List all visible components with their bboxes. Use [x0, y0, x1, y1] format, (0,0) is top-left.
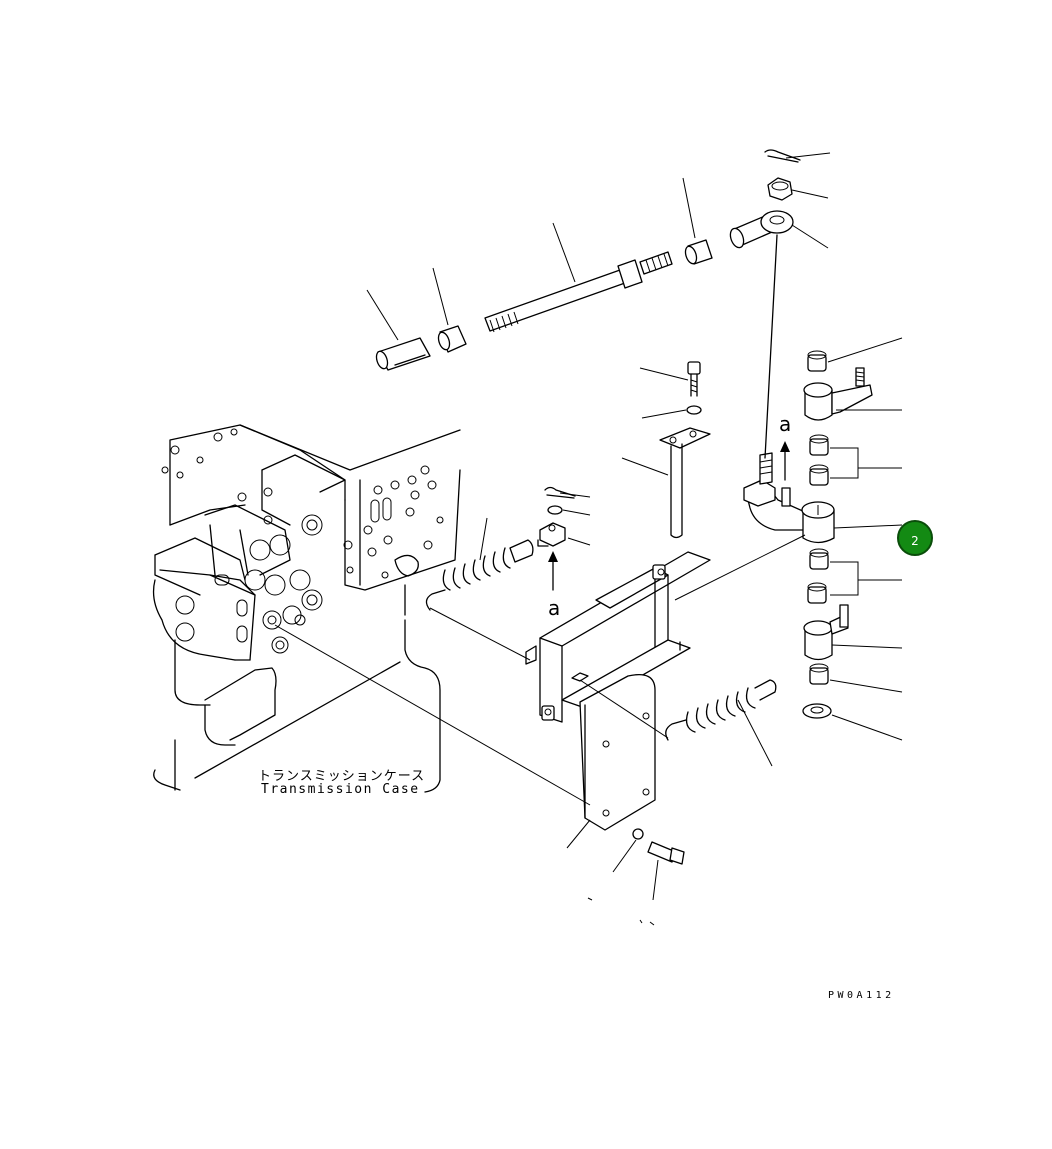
bottom-washer [632, 828, 644, 840]
bolt [687, 361, 701, 397]
bushing-2 [809, 434, 829, 456]
cotter-pin [764, 149, 801, 163]
small-clevis [537, 486, 576, 547]
leader-lines [274, 152, 903, 926]
view-arrow-1-head [548, 551, 558, 562]
view-marker-a: a [548, 596, 561, 620]
adjuster-rod-assembly [375, 149, 801, 371]
lever-stack [743, 350, 873, 719]
thrust-washer [802, 703, 832, 719]
view-arrow-2-head [780, 441, 790, 452]
link-rod [764, 234, 778, 459]
spring-left [425, 539, 534, 611]
bushing-4 [809, 548, 829, 570]
rod-end [729, 210, 794, 249]
reference-code: PW0A112 [828, 990, 895, 1001]
lower-lever [803, 604, 849, 661]
part-callout-2[interactable]: 2 [897, 520, 933, 556]
bushing-5 [807, 582, 827, 604]
lock-nut-left [437, 325, 467, 353]
washer [686, 405, 702, 415]
bolt-pin-assembly [659, 361, 711, 539]
main-lever [743, 452, 835, 544]
transmission-case-label-jp: トランスミッションケース [258, 769, 426, 784]
transmission-case [152, 424, 461, 793]
sleeve [375, 337, 431, 371]
lock-nut-right [684, 239, 713, 265]
bracket [525, 551, 711, 831]
bottom-bolt [647, 841, 685, 865]
transmission-case-label: Transmission Case [261, 782, 420, 797]
upper-lever [803, 367, 873, 421]
pin-plate [659, 427, 711, 539]
threaded-rod [484, 251, 673, 333]
spring-right [665, 679, 777, 741]
bushing-1 [807, 350, 827, 372]
bushing-6 [809, 663, 829, 685]
nut [767, 177, 793, 201]
view-marker-a-upper: a [779, 412, 792, 436]
bushing-3 [809, 464, 829, 486]
